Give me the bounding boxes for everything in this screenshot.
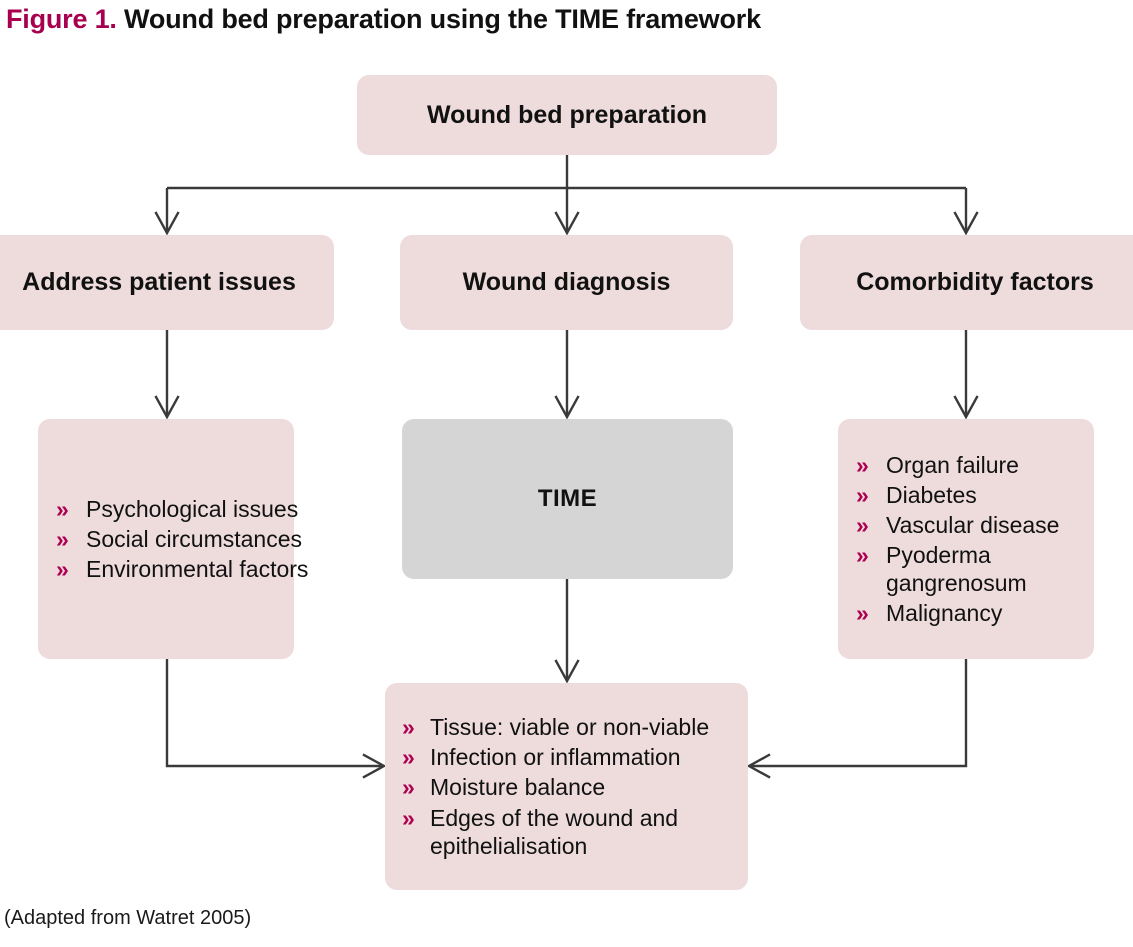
figure-credit: (Adapted from Watret 2005) <box>4 907 252 929</box>
arrowhead-time-elements-left <box>362 753 387 779</box>
node-wound-bed-preparation-label: Wound bed preparation <box>426 100 708 129</box>
bullet-marker-icon: » <box>856 542 869 568</box>
node-wound-diagnosis-label: Wound diagnosis <box>462 268 671 296</box>
arrowhead-wound-diagnosis <box>554 211 580 236</box>
node-comorbidity-factors[interactable]: Comorbidity factors <box>800 235 1133 330</box>
node-time-label: TIME <box>537 485 598 513</box>
time-elements-list: » Tissue: viable or non-viable » Infection … <box>385 683 775 890</box>
node-address-patient-issues-label: Address patient issues <box>22 268 296 296</box>
list-item: » Diabetes <box>856 481 1112 509</box>
arrowhead-comorbidity-list <box>953 395 979 420</box>
bullet-marker-icon: » <box>402 714 415 741</box>
list-item: » Organ failure <box>856 451 1112 479</box>
list-item-label: Malignancy <box>886 600 1003 627</box>
arrowhead-time <box>554 395 580 420</box>
arrowhead-time-elements-top <box>554 659 580 684</box>
bullet-marker-icon: » <box>856 451 869 478</box>
bullet-marker-icon: » <box>402 804 415 831</box>
connector-comorbidity-list-to-time-elements <box>750 659 968 768</box>
list-item-label: Pyoderma gangrenosum <box>886 542 1027 597</box>
list-item-label: Psychological issues <box>86 495 299 522</box>
list-item: » Vascular disease <box>856 511 1112 539</box>
list-item-label: Edges of the wound and epithelialisation <box>430 804 679 859</box>
list-item-label: Tissue: viable or non-viable <box>430 714 710 741</box>
list-item: » Social circumstances <box>56 525 312 553</box>
list-item-label: Organ failure <box>886 451 1019 478</box>
arrowhead-address-patient-issues <box>154 211 180 236</box>
node-wound-bed-preparation[interactable]: Wound bed preparation <box>357 75 777 155</box>
arrowhead-comorbidity-factors <box>953 211 979 236</box>
connector-patient-issues-list-to-time-elements <box>165 659 383 768</box>
bullet-marker-icon: » <box>856 600 869 627</box>
figure-title-text: Wound bed preparation using the TIME fra… <box>124 4 761 34</box>
node-time[interactable]: TIME <box>402 419 733 579</box>
list-item: » Infection or inflammation <box>402 743 765 771</box>
list-item-label: Diabetes <box>886 481 977 508</box>
figure-title: Figure 1. Wound bed preparation using th… <box>6 2 1106 36</box>
comorbidity-list: » Organ failure » Diabetes » Vascular disease… <box>838 419 1122 659</box>
bullet-marker-icon: » <box>56 556 69 583</box>
bullet-marker-icon: » <box>856 481 869 508</box>
list-item: » Pyoderma gangrenosum <box>856 541 1112 597</box>
node-address-patient-issues[interactable]: Address patient issues <box>0 235 334 330</box>
node-time-elements[interactable]: » Tissue: viable or non-viable » Infection … <box>385 683 748 890</box>
bullet-marker-icon: » <box>56 495 69 522</box>
node-wound-diagnosis[interactable]: Wound diagnosis <box>400 235 733 330</box>
list-item-label: Infection or inflammation <box>430 744 681 771</box>
figure-label: Figure 1. <box>6 4 117 34</box>
list-item-label: Moisture balance <box>430 774 606 801</box>
list-item-label: Vascular disease <box>886 511 1060 538</box>
patient-issues-list: » Psychological issues » Social circumstanc… <box>38 419 328 659</box>
list-item: » Malignancy <box>856 599 1112 627</box>
list-item: » Tissue: viable or non-viable <box>402 713 765 741</box>
node-patient-issues-list[interactable]: » Psychological issues » Social circumstanc… <box>38 419 308 659</box>
bullet-marker-icon: » <box>856 511 869 538</box>
node-comorbidity-factors-label: Comorbidity factors <box>856 268 1094 296</box>
list-item-label: Social circumstances <box>86 525 303 552</box>
list-item: » Moisture balance <box>402 773 765 801</box>
list-item-label: Environmental factors <box>86 556 309 583</box>
bullet-marker-icon: » <box>402 774 415 801</box>
list-item: » Edges of the wound and epithelialisatio… <box>402 804 765 860</box>
bullet-marker-icon: » <box>56 525 69 552</box>
bullet-marker-icon: » <box>402 744 415 771</box>
arrowhead-patient-issues-list <box>154 395 180 420</box>
node-comorbidity-list[interactable]: » Organ failure » Diabetes » Vascular disease… <box>838 419 1094 659</box>
list-item: » Psychological issues <box>56 495 312 523</box>
list-item: » Environmental factors <box>56 555 312 583</box>
